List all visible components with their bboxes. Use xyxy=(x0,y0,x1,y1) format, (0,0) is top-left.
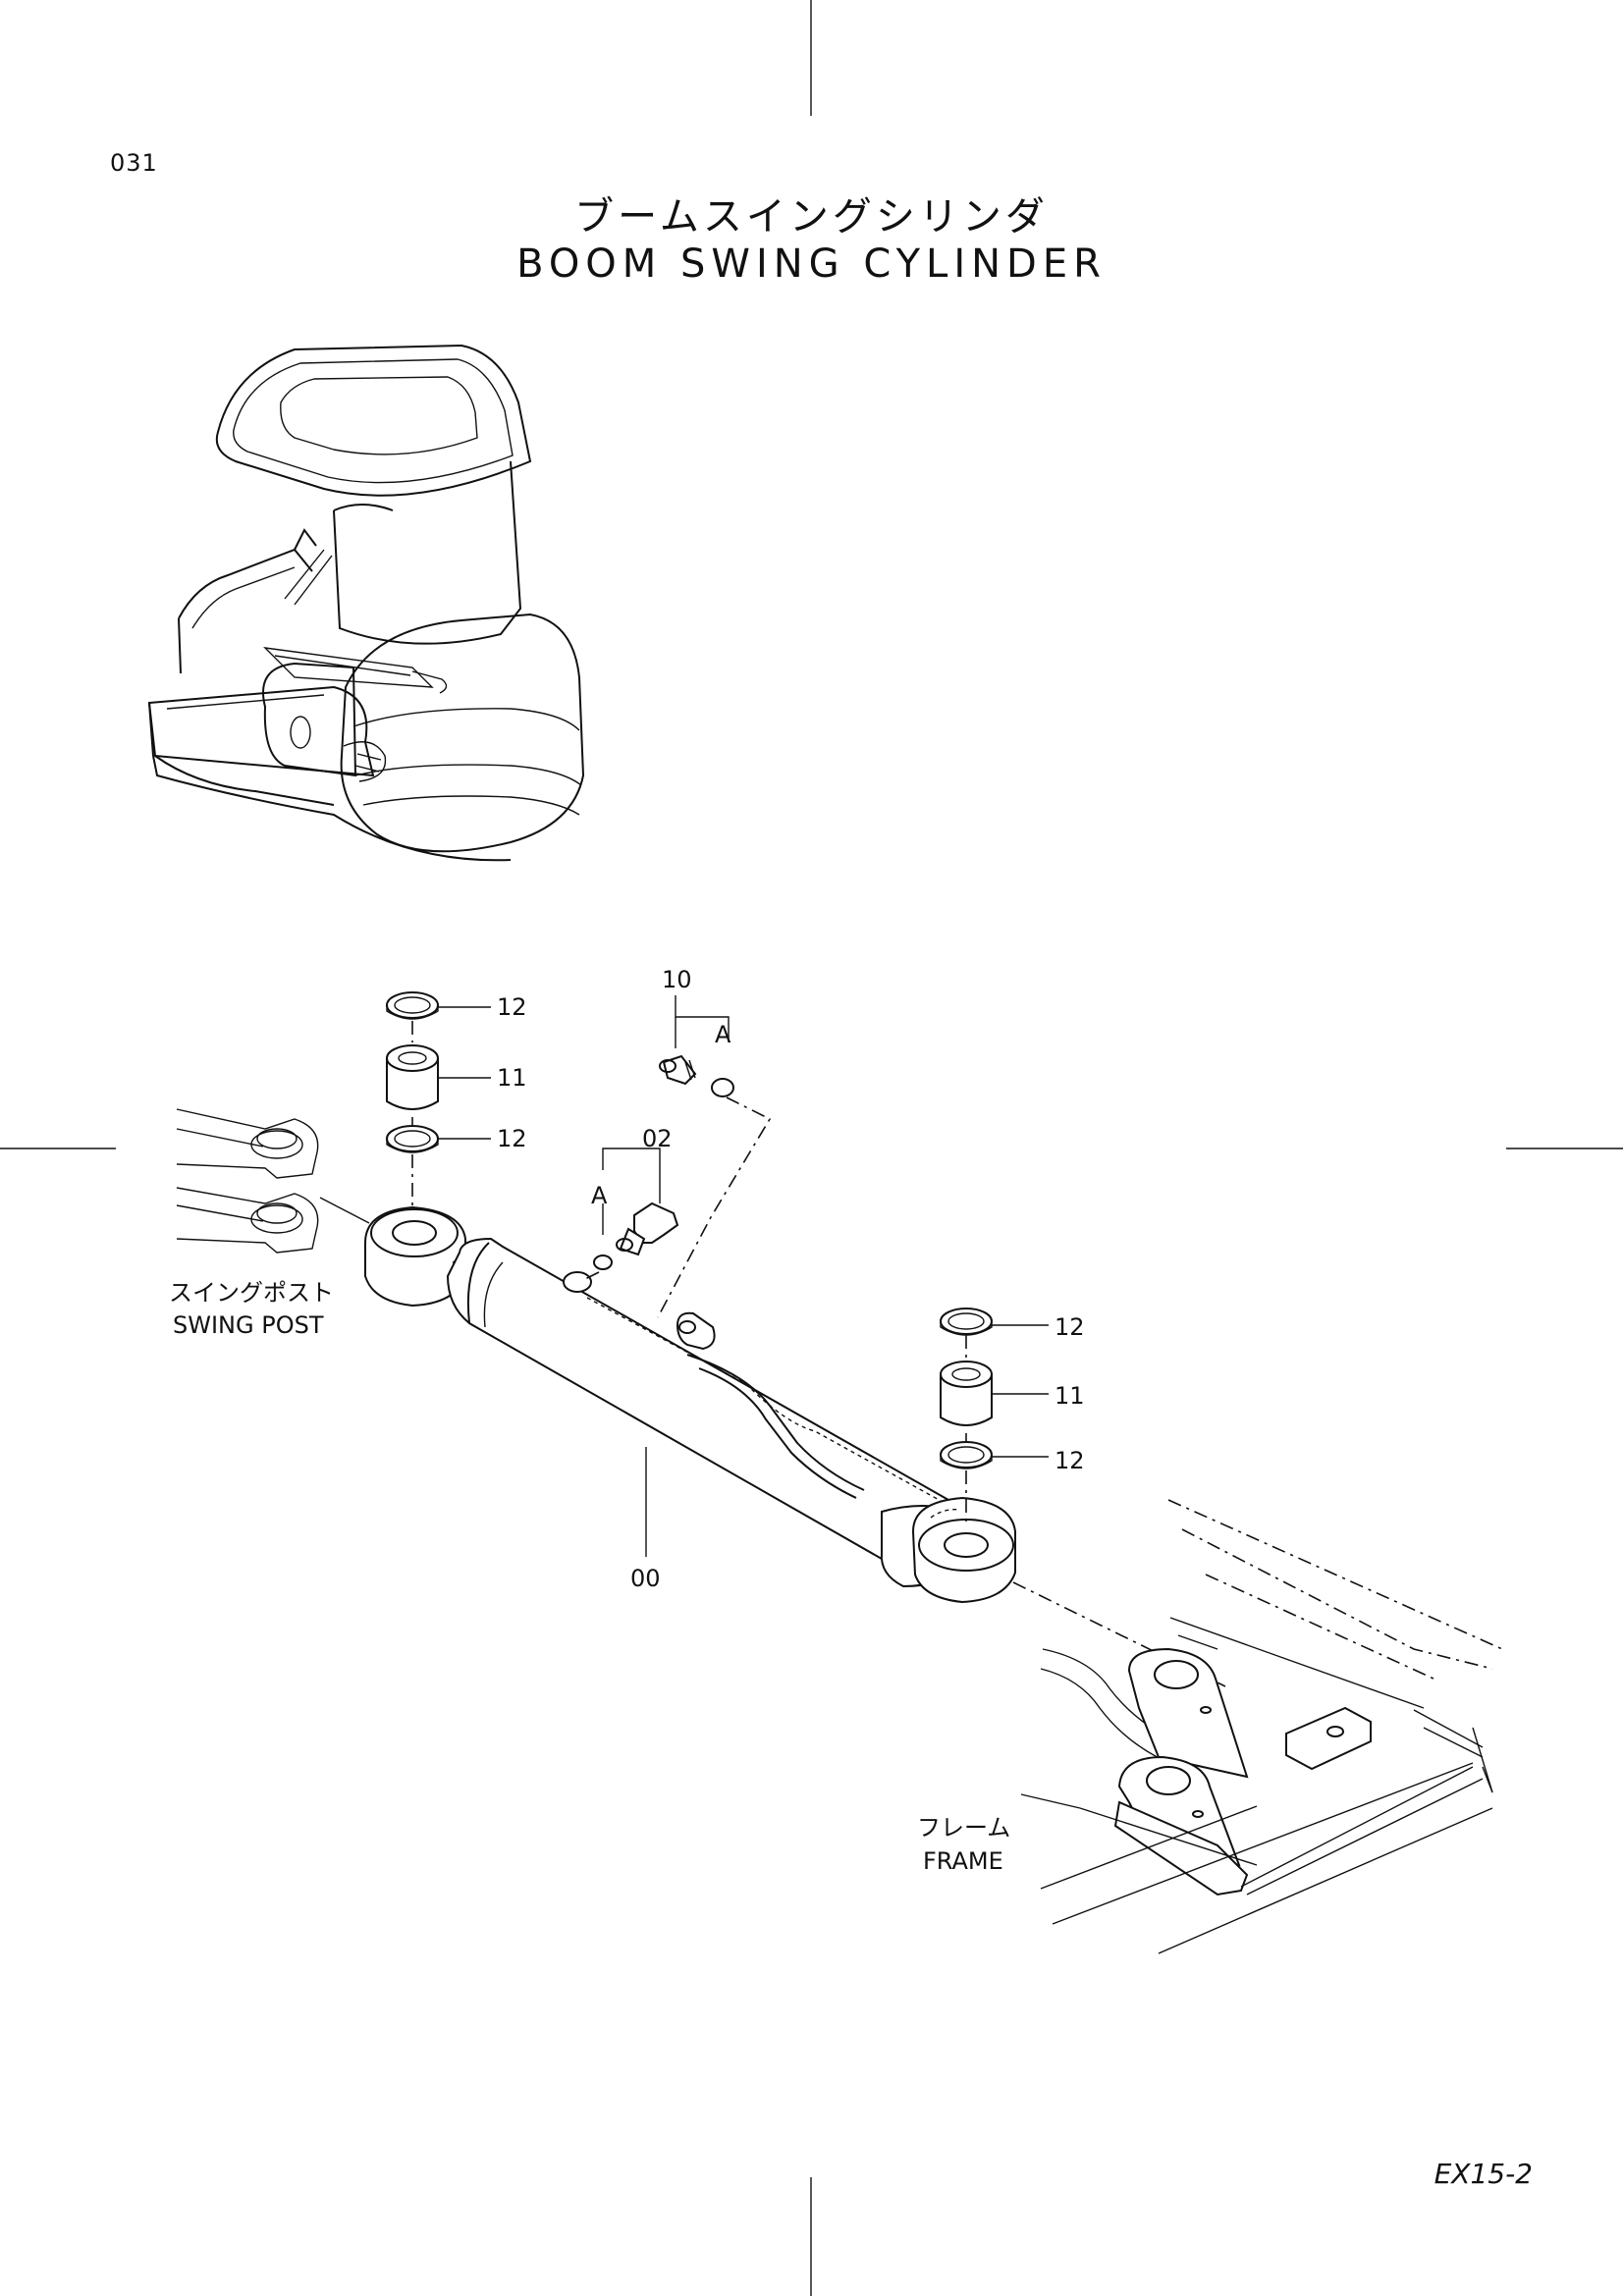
machine-overview-illustration xyxy=(147,344,585,862)
fitting-10-group xyxy=(657,995,772,1351)
swing-post-bracket xyxy=(176,1108,370,1254)
bushing-stack-right xyxy=(940,1308,1049,1523)
swing-post-label-en: SWING POST xyxy=(173,1311,324,1339)
callout-12-top: 12 xyxy=(497,993,527,1021)
title-japanese: ブームスイングシリンダ xyxy=(574,194,1049,240)
frame-label-jp: フレーム xyxy=(917,1814,1011,1842)
callout-12-right-top: 12 xyxy=(1055,1313,1085,1341)
callout-11-right: 11 xyxy=(1055,1382,1085,1410)
callout-10: 10 xyxy=(662,966,692,993)
fitting-02-group xyxy=(582,1148,679,1281)
page-number: 031 xyxy=(110,149,158,177)
frame-structure xyxy=(1012,1499,1503,1954)
cylinder-body xyxy=(364,1205,1016,1604)
callout-11-top: 11 xyxy=(497,1064,527,1092)
callout-a-upper: A xyxy=(715,1021,731,1048)
bushing-stack-left xyxy=(386,991,491,1207)
frame-label-en: FRAME xyxy=(923,1847,1003,1875)
model-code: EX15-2 xyxy=(1434,2158,1533,2190)
callout-a-lower: A xyxy=(591,1182,608,1209)
callout-00: 00 xyxy=(630,1565,661,1592)
title-english: BOOM SWING CYLINDER xyxy=(516,241,1107,287)
callout-12-right-bottom: 12 xyxy=(1055,1447,1085,1474)
callout-12-mid: 12 xyxy=(497,1125,527,1152)
swing-post-label-jp: スイングポスト xyxy=(169,1279,334,1307)
